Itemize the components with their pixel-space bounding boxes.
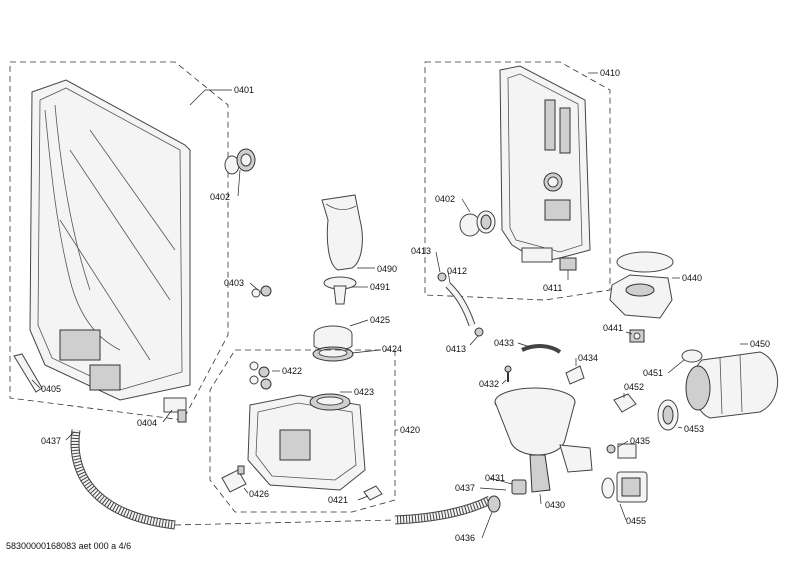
cap-0425[interactable]: [313, 325, 353, 351]
label-0413-top: 0413: [411, 246, 431, 256]
hose-0412[interactable]: [445, 282, 476, 327]
sensor-0435[interactable]: [606, 443, 637, 459]
label-0434: 0434: [578, 353, 598, 363]
label-0437-right: 0437: [455, 483, 475, 493]
grommet-0403[interactable]: [251, 285, 272, 298]
drain-pump-0455[interactable]: [601, 471, 648, 503]
label-0422: 0422: [282, 366, 302, 376]
circulation-pump-0450[interactable]: [685, 351, 779, 419]
sump-0430[interactable]: [494, 387, 593, 493]
heater-ring-0440[interactable]: [609, 251, 674, 319]
label-0450: 0450: [750, 339, 770, 349]
label-0412: 0412: [447, 266, 467, 276]
sensor-0404[interactable]: [163, 397, 187, 423]
label-0452: 0452: [624, 382, 644, 392]
label-0490: 0490: [377, 264, 397, 274]
valve-flap-0434[interactable]: [565, 365, 585, 385]
label-0426: 0426: [249, 489, 269, 499]
label-0430: 0430: [545, 500, 565, 510]
label-0411: 0411: [543, 283, 562, 293]
filter-cap-0491[interactable]: [323, 276, 357, 305]
hose-clamp-0413-bottom[interactable]: [474, 327, 484, 337]
nipple-0431[interactable]: [511, 479, 527, 495]
bracket-0452[interactable]: [613, 393, 637, 413]
hose-clamp-0413-top[interactable]: [437, 272, 447, 282]
label-0410: 0410: [600, 68, 620, 78]
label-0401: 0401: [234, 85, 254, 95]
gasket-ring-0402-left[interactable]: [224, 148, 256, 175]
seal-0433[interactable]: [521, 344, 562, 354]
label-0436: 0436: [455, 533, 475, 543]
label-0441: 0441: [603, 323, 623, 333]
label-0425: 0425: [370, 315, 390, 325]
clip-0405[interactable]: [13, 353, 43, 393]
adapter-0453[interactable]: [657, 399, 679, 431]
label-0453: 0453: [684, 424, 704, 434]
seal-set-0422[interactable]: [249, 361, 272, 390]
label-0403: 0403: [224, 278, 244, 288]
clamp-0436[interactable]: [487, 495, 501, 513]
label-0451: 0451: [643, 368, 663, 378]
label-0420: 0420: [400, 425, 420, 435]
screw-0432[interactable]: [504, 365, 512, 382]
label-0424: 0424: [382, 344, 402, 354]
group-outline-side-panel: [9, 61, 229, 421]
label-0433: 0433: [494, 338, 514, 348]
label-0491: 0491: [370, 282, 390, 292]
label-0413-bottom: 0413: [446, 344, 466, 354]
label-0404: 0404: [137, 418, 157, 428]
clamp-0451[interactable]: [681, 349, 703, 363]
document-id: 58300000168083 aet 000 a 4/6: [6, 541, 132, 551]
label-0421: 0421: [328, 495, 348, 505]
valve-0426[interactable]: [221, 465, 247, 493]
group-outline-softener: [209, 349, 396, 513]
gasket-ring-0402-right[interactable]: [459, 210, 496, 237]
label-0437-left: 0437: [41, 436, 61, 446]
side-panel-0401[interactable]: [29, 79, 191, 401]
softener-unit-0423[interactable]: [247, 393, 366, 491]
label-0432: 0432: [479, 379, 499, 389]
plug-0441[interactable]: [629, 329, 645, 343]
label-0402-left: 0402: [210, 192, 230, 202]
group-outline-back-panel: [424, 61, 611, 301]
ring-0424[interactable]: [312, 346, 354, 362]
label-0423: 0423: [354, 387, 374, 397]
label-0435: 0435: [630, 436, 650, 446]
label-0402-right: 0402: [435, 194, 455, 204]
label-0405: 0405: [41, 384, 61, 394]
dispenser-funnel-0490[interactable]: [321, 194, 363, 271]
back-panel-0410[interactable]: [499, 65, 591, 263]
label-0455: 0455: [626, 516, 646, 526]
label-0440: 0440: [682, 273, 702, 283]
label-0431: 0431: [485, 473, 505, 483]
clip-0421[interactable]: [363, 485, 383, 501]
drain-hose-0437[interactable]: [70, 429, 493, 530]
